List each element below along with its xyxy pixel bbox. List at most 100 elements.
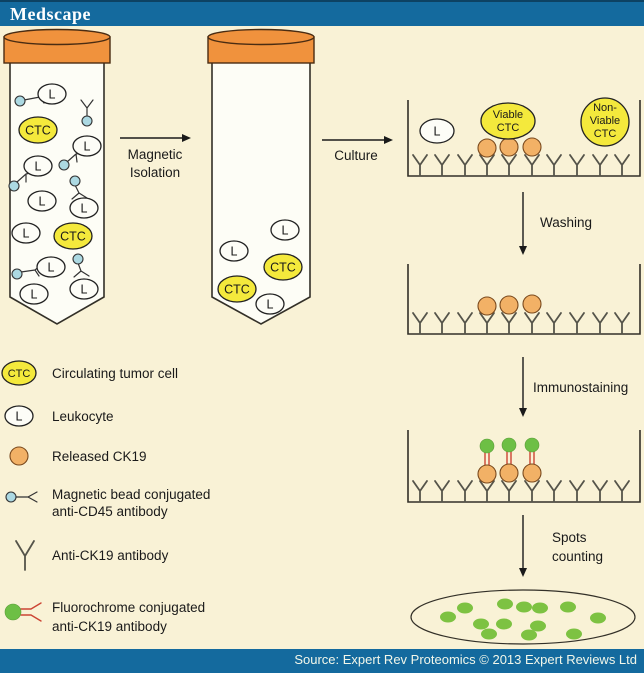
- leukocyte-cell: L: [219, 240, 249, 262]
- svg-text:CTC: CTC: [270, 261, 296, 275]
- ctc-label: CTC: [25, 124, 51, 138]
- anti-ck19-antibody-icon: [457, 480, 473, 503]
- legend: CTC Circulating tumor cell L Leukocyte R…: [1, 360, 210, 634]
- legend-label: Leukocyte: [52, 409, 114, 424]
- leukocyte-cell: L: [36, 256, 66, 278]
- fluorescent-spot-icon: [560, 601, 576, 613]
- legend-item-leukocyte: L Leukocyte: [4, 405, 114, 427]
- leukocyte-cell: L: [69, 278, 99, 300]
- fluorescent-spot-icon: [457, 602, 473, 614]
- fluorescent-spot-icon: [497, 598, 513, 610]
- svg-text:CTC: CTC: [224, 283, 250, 297]
- stained-complex: [522, 437, 542, 483]
- svg-text:CTC: CTC: [60, 230, 86, 244]
- magnetic-isolation-label: Magnetic: [128, 147, 183, 162]
- svg-text:L: L: [35, 160, 42, 174]
- step-spots-counting: Spots counting: [519, 515, 603, 577]
- fluorescent-spot-icon: [440, 611, 456, 623]
- legend-item-ctc: CTC Circulating tumor cell: [1, 360, 178, 386]
- well-walls: [407, 264, 641, 335]
- anti-ck19-antibody-icon: [15, 540, 35, 571]
- magnetic-bead-icon: [72, 253, 84, 265]
- tube-cap-top: [207, 28, 315, 46]
- fluorochrome-icon: [501, 437, 517, 453]
- leukocyte-label: L: [49, 88, 56, 102]
- anti-ck19-antibody-icon: [546, 312, 562, 335]
- immunostained-well-panel: [407, 430, 641, 503]
- magnetic-bead-icon: [58, 159, 70, 171]
- svg-text:CTC: CTC: [8, 368, 31, 380]
- fluorochrome-antibody-icon: [500, 450, 518, 473]
- released-ck19-icon: [477, 464, 497, 484]
- fluorescent-spot-icon: [521, 629, 537, 641]
- spot-cluster: [440, 598, 606, 641]
- anti-ck19-antibody-icon: [434, 312, 450, 335]
- anti-ck19-antibody-icon: [614, 312, 630, 335]
- washed-well-panel: [407, 264, 641, 335]
- fluorochrome-antibody-icon: [20, 602, 42, 622]
- anti-ck19-antibody-icon: [592, 480, 608, 503]
- fluorescent-spot-icon: [590, 612, 606, 624]
- leukocyte-cell-icon: [4, 405, 34, 427]
- footer-bar: Source: Expert Rev Proteomics © 2013 Exp…: [0, 649, 644, 673]
- anti-ck19-antibody-icon: [569, 154, 585, 177]
- legend-label: Fluorochrome conjugated: [52, 600, 205, 615]
- anti-ck19-antibody-icon: [434, 154, 450, 177]
- legend-label: Released CK19: [52, 449, 147, 464]
- svg-text:counting: counting: [552, 549, 603, 564]
- anti-ck19-antibody-icon: [592, 154, 608, 177]
- anti-ck19-antibody-icon: [479, 480, 495, 503]
- legend-label: Circulating tumor cell: [52, 366, 178, 381]
- anti-ck19-antibody-icon: [546, 154, 562, 177]
- svg-text:L: L: [267, 298, 274, 312]
- legend-item-anti-ck19: Anti-CK19 antibody: [15, 540, 169, 571]
- antibody-row: [412, 480, 630, 503]
- legend-item-fluorochrome: Fluorochrome conjugated anti-CK19 antibo…: [4, 600, 205, 634]
- culture-label: Culture: [334, 148, 378, 163]
- culture-well-panel: L Viable CTC Non- Viable CTC: [407, 97, 641, 177]
- anti-ck19-antibody-icon: [412, 154, 428, 177]
- non-viable-ctc-cell: Non- Viable CTC: [580, 97, 630, 147]
- released-ck19-icon: [499, 463, 519, 483]
- antibody-row: [412, 154, 630, 177]
- stained-complex: [477, 438, 497, 484]
- arrow-right-icon: [182, 134, 191, 142]
- svg-text:anti-CK19 antibody: anti-CK19 antibody: [52, 619, 167, 634]
- released-ck19-icon: [477, 296, 497, 316]
- released-ck19-icon: [9, 446, 29, 466]
- anti-ck19-antibody-icon: [592, 312, 608, 335]
- fluorescent-spot-icon: [530, 620, 546, 632]
- anti-ck19-antibody-icon: [501, 154, 517, 177]
- svg-text:anti-CD45 antibody: anti-CD45 antibody: [52, 504, 168, 519]
- released-ck19-icon: [522, 294, 542, 314]
- magnetic-bead-icon: [69, 175, 81, 187]
- fluorochrome-antibody-icon: [478, 451, 496, 474]
- leukocyte-cell: L: [72, 135, 102, 157]
- svg-text:L: L: [23, 227, 30, 241]
- legend-label: Anti-CK19 antibody: [52, 548, 169, 563]
- immunostaining-label: Immunostaining: [533, 380, 628, 395]
- legend-item-magnetic-bead: Magnetic bead conjugated anti-CD45 antib…: [5, 487, 210, 519]
- magnetic-bead-icon: [81, 115, 93, 127]
- svg-text:L: L: [81, 202, 88, 216]
- svg-text:L: L: [84, 140, 91, 154]
- leukocyte-cell: L: [69, 197, 99, 219]
- source-text: Source: Expert Rev Proteomics © 2013 Exp…: [294, 652, 637, 667]
- fluorochrome-icon: [4, 603, 22, 621]
- ctc-cell-icon: [1, 360, 37, 386]
- anti-ck19-antibody-icon: [457, 312, 473, 335]
- leukocyte-cell: L: [255, 293, 285, 315]
- anti-ck19-antibody-icon: [524, 312, 540, 335]
- arrow-right-icon: [384, 136, 393, 144]
- svg-text:L: L: [31, 288, 38, 302]
- magnetic-bead-icon: [14, 95, 26, 107]
- arrow-down-icon: [519, 408, 527, 417]
- svg-text:Viable: Viable: [590, 115, 620, 127]
- step-immunostaining: Immunostaining: [519, 357, 628, 417]
- step-magnetic-isolation: Magnetic Isolation: [120, 134, 191, 180]
- tube-cap-top: [3, 28, 111, 46]
- magnetic-bead-icon: [8, 180, 20, 192]
- arrow-down-icon: [519, 568, 527, 577]
- anti-ck19-antibody-icon: [457, 154, 473, 177]
